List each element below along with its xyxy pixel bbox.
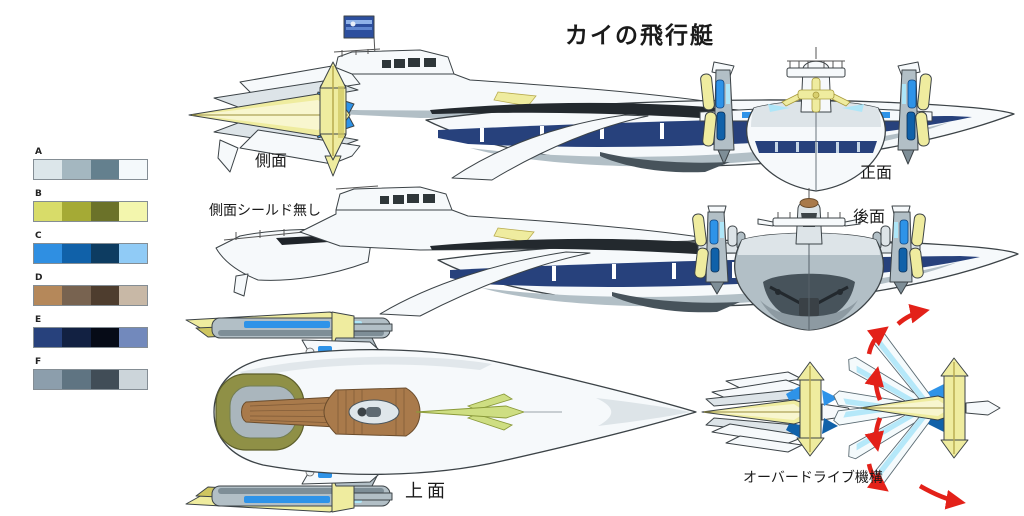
palette-swatch-bar [33, 327, 148, 348]
palette-swatch [118, 286, 147, 305]
page-title: カイの飛行艇 [565, 23, 715, 49]
palette-swatch [62, 286, 91, 305]
palette-swatch-bar [33, 243, 148, 264]
palette-row-F: F [33, 356, 153, 390]
palette-swatch [62, 202, 91, 221]
label-side-view: 側面 [255, 151, 288, 170]
label-rear-view: 後面 [853, 207, 886, 226]
palette-swatch [90, 202, 119, 221]
tower [757, 188, 861, 245]
palette-swatch [90, 370, 119, 389]
palette-swatch-bar [33, 159, 148, 180]
overdrive-folded [701, 361, 853, 457]
cockpit-seat [799, 198, 819, 208]
label-front-view: 正面 [860, 163, 893, 182]
palette-swatch-bar [33, 369, 148, 390]
wing-strut [379, 251, 591, 317]
palette-row-D: D [33, 272, 153, 306]
palette-swatch [118, 244, 147, 263]
label-overdrive: オーバードライブ機構 [743, 470, 883, 486]
palette-swatch [90, 286, 119, 305]
bridge [333, 48, 455, 75]
bow-emblem [415, 393, 562, 431]
hull [746, 100, 886, 192]
palette-row-label: D [35, 273, 43, 283]
palette-row-label: B [35, 189, 42, 199]
pilot [357, 407, 367, 417]
wing-strut [451, 114, 649, 181]
hull [733, 232, 885, 331]
palette-swatch [118, 202, 147, 221]
palette-swatch [118, 160, 147, 179]
palette-swatch [118, 370, 147, 389]
overdrive-mechanism [701, 304, 1001, 510]
palette-row-B: B [33, 188, 153, 222]
label-side-view-no-shield: 側面シールド無し [209, 203, 321, 219]
motion-arrows [864, 304, 966, 510]
palette-swatch-bar [33, 201, 148, 222]
emblem-cross [781, 77, 851, 113]
top-view [185, 311, 697, 513]
palette-swatch [62, 244, 91, 263]
palette-row-label: E [35, 315, 42, 325]
palette-row-C: C [33, 230, 153, 264]
palette-row-E: E [33, 314, 153, 348]
palette-row-label: C [35, 231, 42, 241]
palette-swatch [34, 328, 63, 347]
palette-row-label: A [35, 147, 42, 157]
front-view [699, 47, 933, 192]
flag-icon [343, 15, 375, 39]
palette-swatch [34, 160, 63, 179]
palette-swatch [90, 160, 119, 179]
color-palette: A B C D E F [33, 146, 153, 398]
palette-row-A: A [33, 146, 153, 180]
palette-swatch-bar [33, 285, 148, 306]
bridge [335, 185, 453, 211]
palette-swatch [34, 286, 63, 305]
wooden-deck [241, 387, 421, 437]
palette-swatch [34, 244, 63, 263]
rear-view [692, 188, 927, 331]
palette-swatch [62, 160, 91, 179]
palette-swatch [34, 202, 63, 221]
palette-swatch [90, 244, 119, 263]
palette-row-label: F [35, 357, 42, 367]
overdrive-deployed [831, 323, 1001, 493]
palette-swatch [90, 328, 119, 347]
bow-fin [233, 273, 249, 297]
palette-swatch [118, 328, 147, 347]
palette-swatch [34, 370, 63, 389]
bow-shield [188, 61, 361, 177]
pontoon-left [700, 61, 735, 165]
palette-swatch [62, 328, 91, 347]
keel-fin [217, 139, 239, 173]
palette-swatch [62, 370, 91, 389]
tower [781, 47, 851, 113]
label-top-view: 上面 [405, 481, 449, 502]
